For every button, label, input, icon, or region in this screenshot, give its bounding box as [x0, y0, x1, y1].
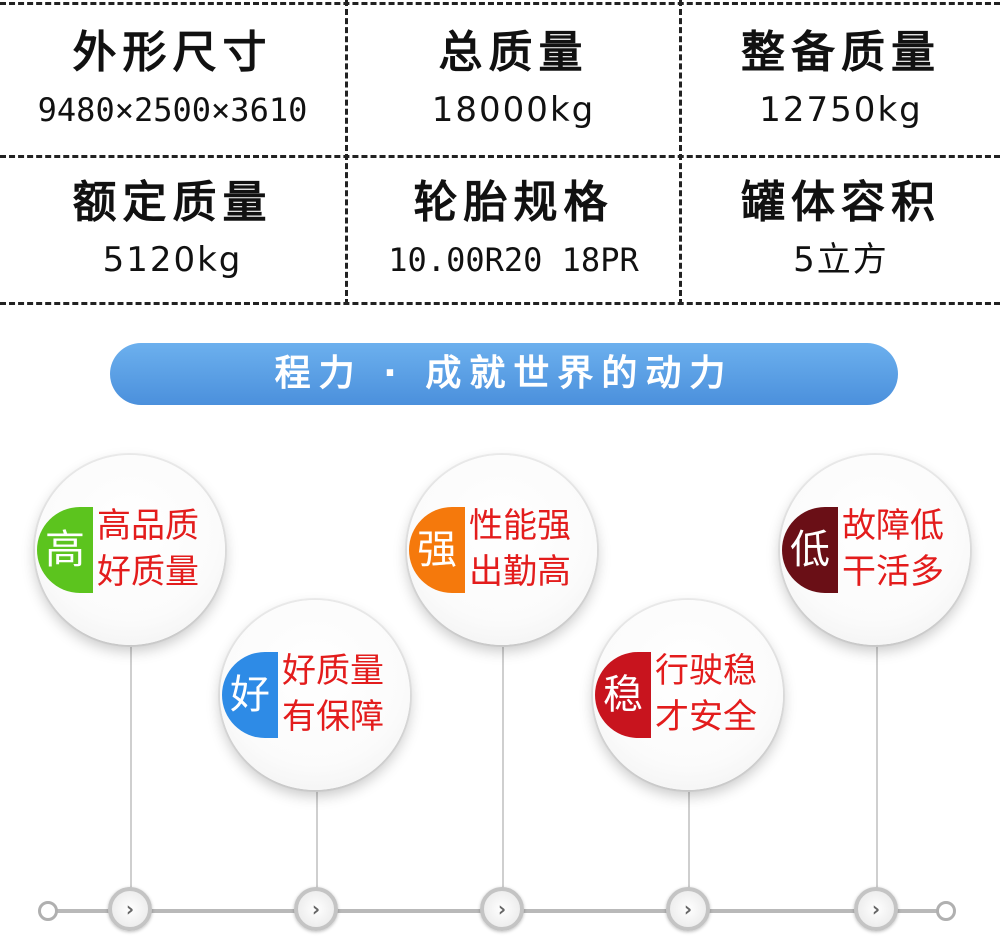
connector-stem: [688, 790, 690, 908]
spec-label: 总质量: [438, 27, 589, 78]
dashed-divider: [345, 0, 348, 305]
feature-line: 才安全: [655, 697, 757, 737]
timeline-start-dot: [38, 901, 58, 921]
spec-table: 外形尺寸 9480×2500×3610 总质量 18000kg 整备质量 127…: [0, 0, 1000, 305]
spec-label: 整备质量: [741, 27, 941, 78]
dashed-divider: [0, 302, 1000, 305]
feature-line: 行驶稳: [655, 651, 757, 691]
badge-icon: 低: [782, 507, 838, 593]
feature-line: 干活多: [842, 552, 944, 592]
spec-total-mass: 总质量 18000kg: [348, 27, 679, 131]
dashed-divider: [679, 0, 682, 305]
feature-line: 故障低: [842, 506, 944, 546]
feature-line: 高品质: [97, 506, 199, 546]
chevron-right-icon[interactable]: ›: [666, 887, 710, 931]
feature-bubble-guarantee: 好 好质量 有保障: [220, 600, 410, 790]
spec-tire: 轮胎规格 10.00R20 18PR: [348, 178, 679, 280]
badge-icon: 高: [37, 507, 93, 593]
chevron-right-icon[interactable]: ›: [108, 887, 152, 931]
spec-value: 5立方: [793, 240, 889, 280]
spec-value: 5120kg: [102, 240, 243, 280]
feature-text: 高品质 好质量: [97, 503, 227, 595]
feature-text: 故障低 干活多: [842, 503, 972, 595]
spec-label: 额定质量: [72, 177, 273, 228]
feature-line: 有保障: [282, 697, 384, 737]
connector-stem: [876, 642, 878, 908]
feature-line: 好质量: [282, 651, 384, 691]
spec-value: 12750kg: [759, 90, 923, 130]
dashed-divider: [0, 155, 1000, 158]
feature-line: 出勤高: [469, 552, 571, 592]
spec-dimensions: 外形尺寸 9480×2500×3610: [0, 28, 345, 130]
chevron-right-icon[interactable]: ›: [854, 887, 898, 931]
feature-line: 好质量: [97, 552, 199, 592]
feature-line: 性能强: [469, 506, 571, 546]
spec-value: 10.00R20 18PR: [388, 241, 639, 279]
feature-bubble-performance: 强 性能强 出勤高: [407, 455, 597, 645]
connector-stem: [316, 790, 318, 908]
chevron-right-icon[interactable]: ›: [480, 887, 524, 931]
slogan-banner: 程力 · 成就世界的动力: [110, 343, 898, 405]
connector-stem: [130, 640, 132, 908]
spec-label: 轮胎规格: [413, 177, 614, 228]
chevron-right-icon[interactable]: ›: [294, 887, 338, 931]
spec-label: 罐体容积: [741, 177, 941, 228]
badge-icon: 稳: [595, 652, 651, 738]
feature-text: 好质量 有保障: [282, 648, 412, 740]
spec-rated-mass: 额定质量 5120kg: [0, 177, 345, 281]
spec-curb-mass: 整备质量 12750kg: [682, 27, 1000, 131]
badge-icon: 好: [222, 652, 278, 738]
feature-text: 行驶稳 才安全: [655, 648, 785, 740]
feature-bubble-quality: 高 高品质 好质量: [35, 455, 225, 645]
feature-text: 性能强 出勤高: [469, 503, 599, 595]
spec-value: 18000kg: [431, 90, 596, 130]
feature-bubble-reliability: 低 故障低 干活多: [780, 455, 970, 645]
spec-tank-volume: 罐体容积 5立方: [682, 177, 1000, 281]
spec-label: 外形尺寸: [72, 27, 273, 78]
connector-stem: [502, 642, 504, 908]
badge-icon: 强: [409, 507, 465, 593]
dashed-divider: [0, 2, 1000, 5]
spec-value: 9480×2500×3610: [37, 91, 308, 129]
feature-bubble-stability: 稳 行驶稳 才安全: [593, 600, 783, 790]
timeline-end-dot: [936, 901, 956, 921]
